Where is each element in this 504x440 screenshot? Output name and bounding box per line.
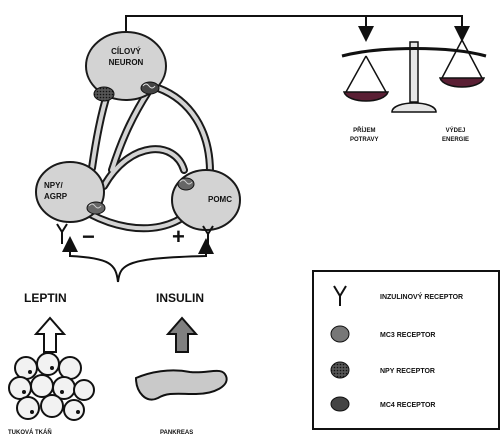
legend-mc4-receptor-icon <box>330 396 350 412</box>
mc3-receptor-synapse <box>86 201 106 215</box>
legend-row-insulin: INZULINOVÝ RECEPTOR <box>314 284 498 314</box>
pomc-label: POMC <box>208 195 232 204</box>
food-intake-label: PŘÍJEM POTRAVY <box>350 128 379 143</box>
legend-row-mc3: MC3 RECEPTOR <box>314 322 498 352</box>
npy-receptor-synapse <box>93 86 115 102</box>
legend-mc3-receptor-text: MC3 RECEPTOR <box>380 332 436 339</box>
food-intake-label-line1: PŘÍJEM <box>353 128 376 134</box>
energy-expenditure-label-line1: VÝDEJ <box>445 128 466 134</box>
target-neuron-label-line1: CÍLOVÝ <box>111 47 141 56</box>
pancreas-to-insulin-arrow <box>165 316 199 353</box>
adipose-nuclei <box>22 366 80 414</box>
mc4-receptor-synapse <box>140 81 160 95</box>
npy-agrp-label-line1: NPY/ <box>44 181 63 190</box>
energy-expenditure-label: VÝDEJ ENERGIE <box>442 128 469 143</box>
legend-row-mc4: MC4 RECEPTOR <box>314 392 498 422</box>
target-neuron-label: CÍLOVÝ NEURON <box>104 48 148 67</box>
balance-scale <box>341 39 487 113</box>
energy-expenditure-pan <box>438 77 486 88</box>
energy-expenditure-label-line2: ENERGIE <box>442 137 470 143</box>
legend-mc4-receptor-text: MC4 RECEPTOR <box>380 402 436 409</box>
legend-insulin-receptor-text: INZULINOVÝ RECEPTOR <box>380 294 464 301</box>
target-neuron-label-line2: NEURON <box>108 58 144 67</box>
legend-npy-receptor-icon <box>330 361 350 379</box>
pancreas-graphic <box>134 369 228 401</box>
adipose-tissue-graphic <box>8 352 95 421</box>
legend-row-npy: NPY RECEPTOR <box>314 358 498 388</box>
adipose-tissue-label: TUKOVÁ TKÁŇ <box>8 430 52 436</box>
food-intake-label-line2: POTRAVY <box>350 137 379 143</box>
insulin-receptor-npy <box>56 223 68 244</box>
leptin-label: LEPTIN <box>24 291 67 305</box>
fat-to-leptin-arrow <box>33 316 67 353</box>
hormone-signal-lines <box>62 236 214 283</box>
legend-npy-receptor-text: NPY RECEPTOR <box>380 368 435 375</box>
npy-agrp-label-line2: AGRP <box>44 192 68 201</box>
inhibition-sign: − <box>82 224 95 249</box>
stimulation-sign: + <box>172 224 185 249</box>
insulin-label: INSULIN <box>156 291 204 305</box>
output-bracket-arrow <box>125 15 470 42</box>
food-intake-pan <box>342 91 390 102</box>
npy-agrp-label: NPY/ AGRP <box>44 182 72 201</box>
legend-mc3-receptor-icon <box>330 325 350 343</box>
legend-box: INZULINOVÝ RECEPTOR MC3 RECEPTOR NPY REC… <box>312 270 500 430</box>
pancreas-label: PANKREAS <box>160 430 194 436</box>
pomc-receptor-synapse <box>177 177 195 191</box>
legend-insulin-receptor-icon <box>333 285 347 306</box>
